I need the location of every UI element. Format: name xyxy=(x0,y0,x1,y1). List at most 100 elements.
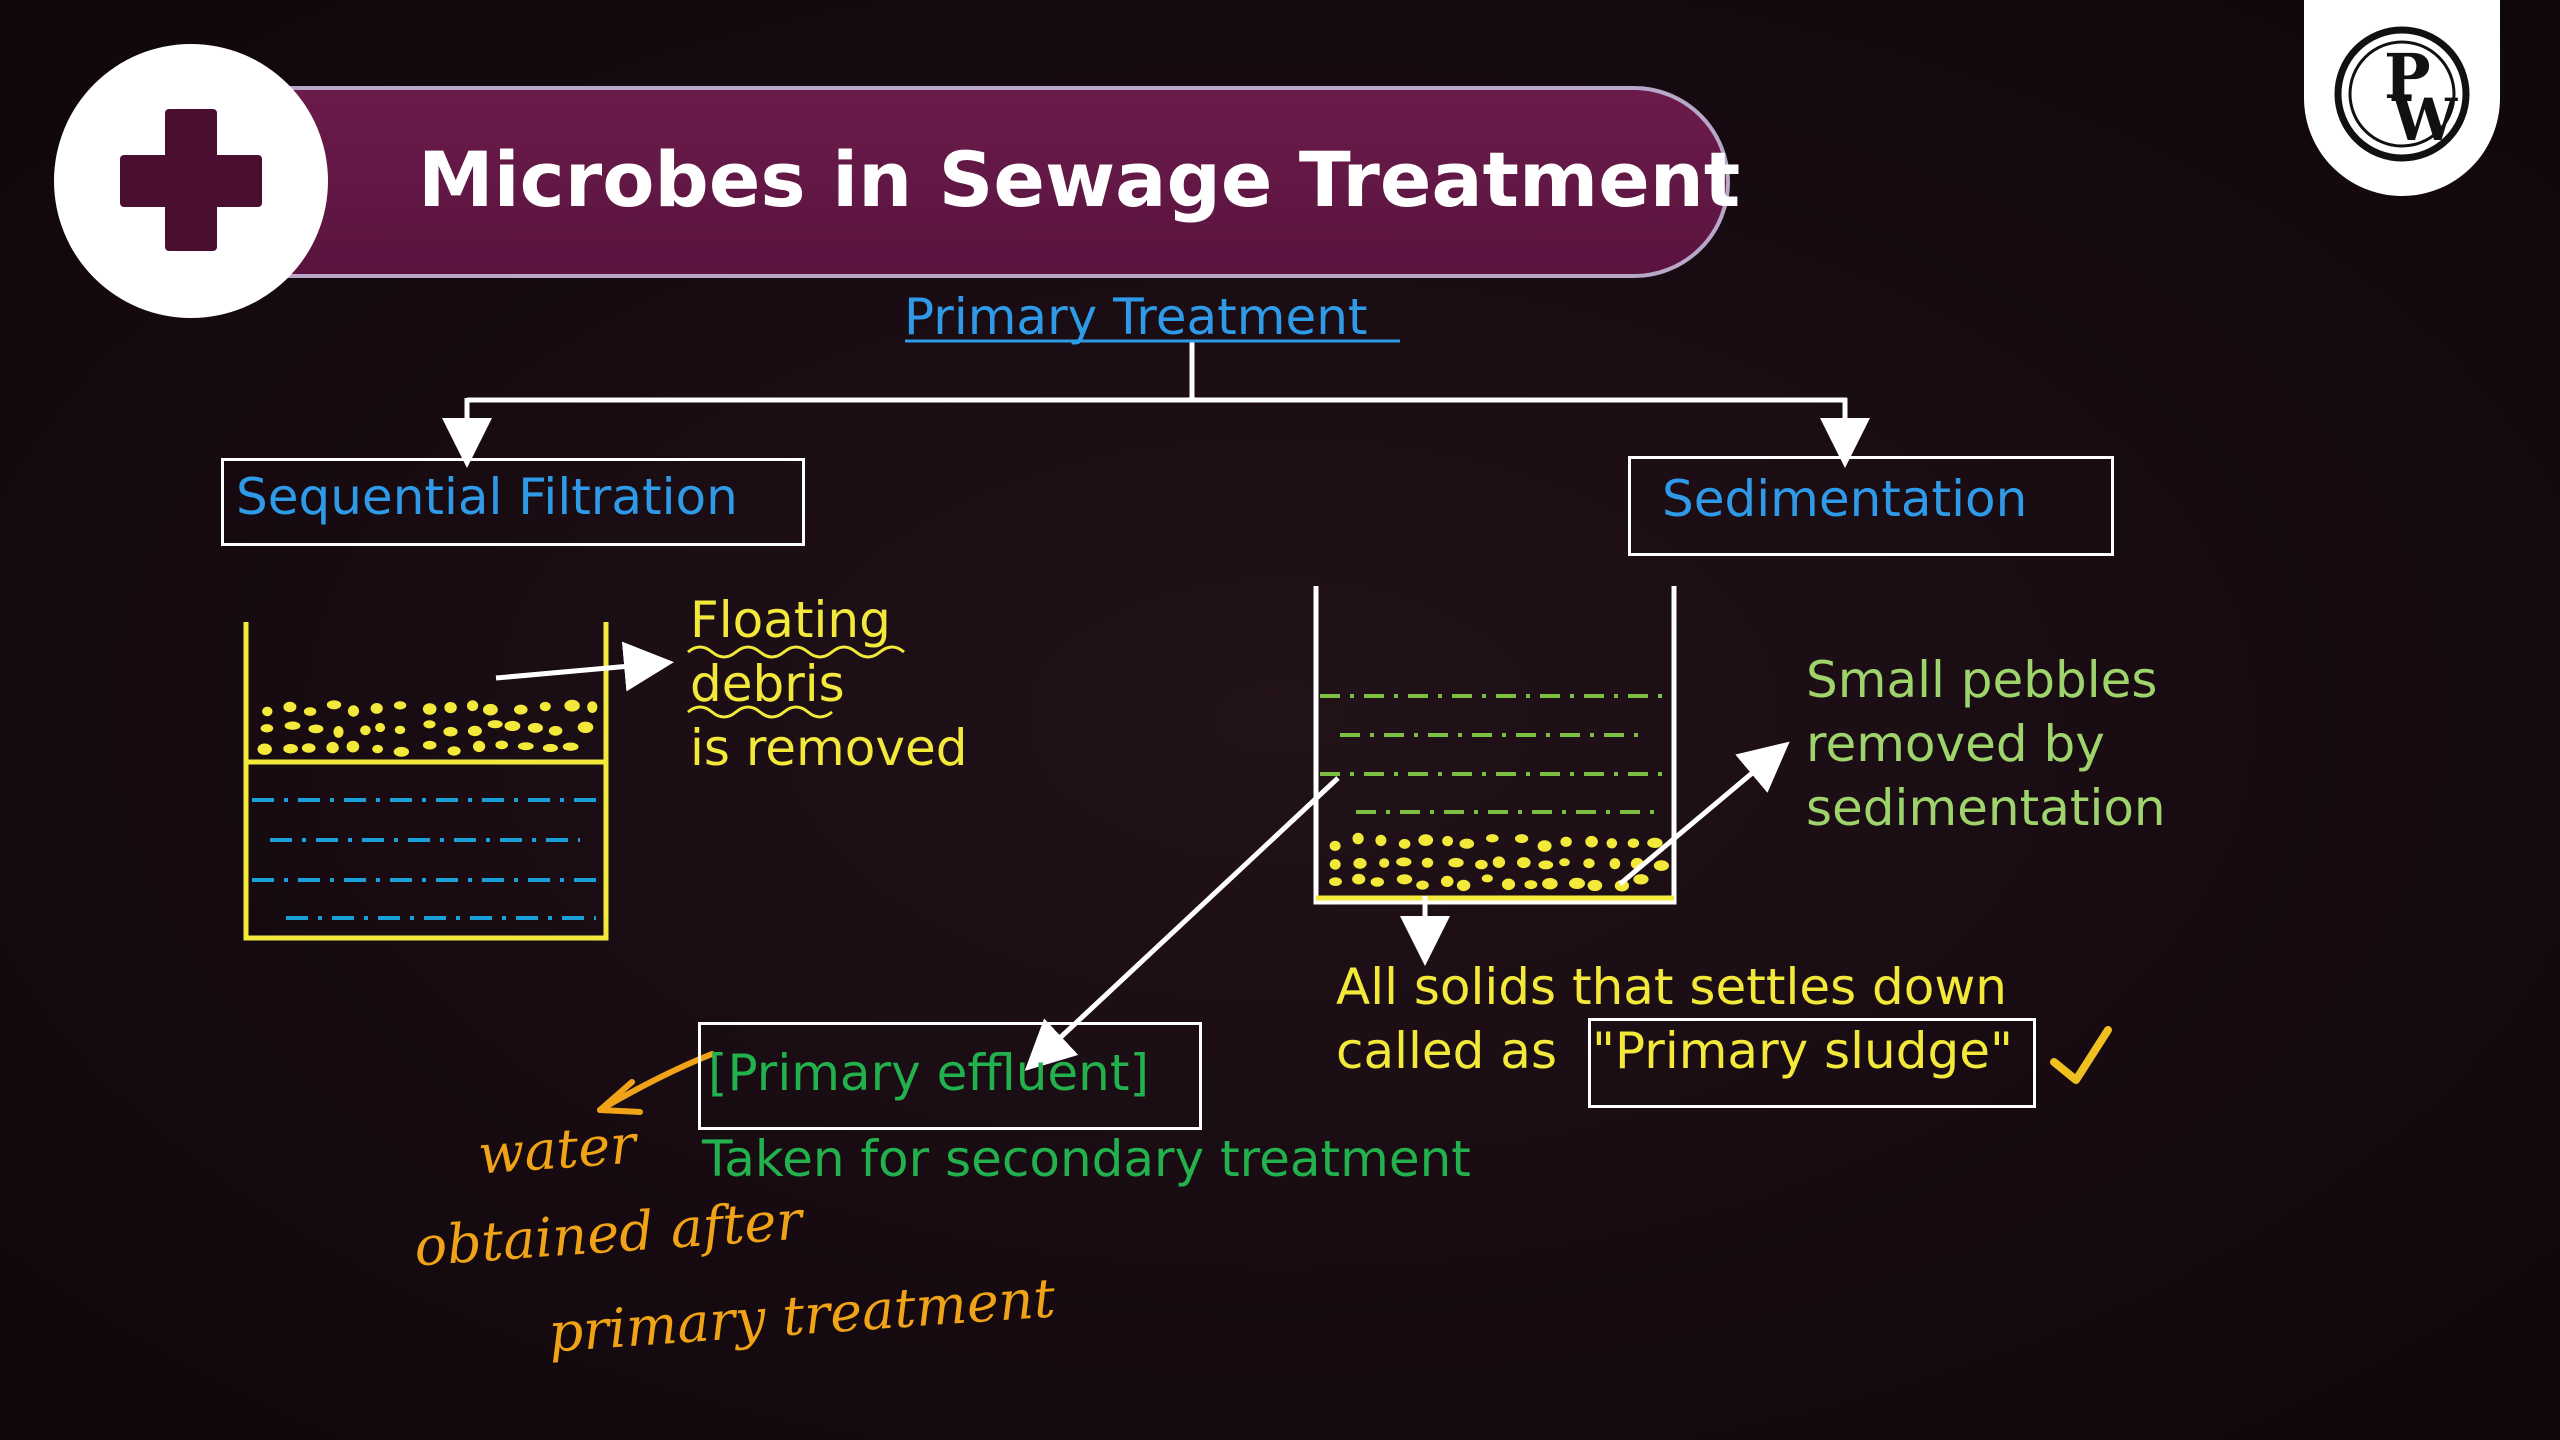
pebble-particle xyxy=(1329,859,1341,870)
debris-underline xyxy=(687,705,833,719)
sedimentation-tank xyxy=(1313,586,1677,905)
sedimentation-label: Sedimentation xyxy=(1662,470,2028,528)
pebble-particle xyxy=(1633,874,1649,885)
debris-particle xyxy=(260,724,274,733)
pebble-particle xyxy=(1370,877,1385,887)
debris-particle xyxy=(393,701,407,710)
pebble-particle xyxy=(1456,879,1471,892)
note-line-small-pebbles: Small pebbles xyxy=(1806,651,2158,709)
pebble-particle xyxy=(1606,838,1618,849)
debris-particle xyxy=(542,743,559,753)
debris-particle xyxy=(372,744,383,754)
debris-particle xyxy=(257,743,272,755)
pw-logo-icon: P W xyxy=(2334,26,2470,162)
debris-particle xyxy=(564,699,580,712)
pebble-particle xyxy=(1542,878,1558,890)
debris-particle xyxy=(283,743,298,754)
debris-particle xyxy=(283,701,297,713)
pebble-particle xyxy=(1421,857,1434,868)
note-line-removed: is removed xyxy=(690,719,968,777)
debris-particle xyxy=(370,703,383,714)
floating-debris-arrow xyxy=(495,641,674,692)
debris-particle xyxy=(284,721,301,730)
debris-particle xyxy=(393,746,410,757)
debris-particle xyxy=(539,701,551,712)
sludge-note-prefix: called as xyxy=(1336,1022,1557,1080)
debris-particle xyxy=(527,722,544,733)
debris-particle xyxy=(375,722,386,733)
tree-connectors xyxy=(442,342,1870,468)
page-title: Microbes in Sewage Treatment xyxy=(418,135,1741,224)
debris-particle xyxy=(346,740,360,753)
debris-particle xyxy=(333,726,344,738)
floating-debris-note: Floating debris is removed xyxy=(690,588,967,780)
debris-particle xyxy=(487,720,503,729)
debris-particle xyxy=(360,725,371,736)
debris-particle xyxy=(443,726,458,737)
debris-particle xyxy=(504,720,521,732)
pebble-particle xyxy=(1585,835,1598,848)
debris-particle xyxy=(301,743,316,753)
pebbles-arrow xyxy=(1618,741,1790,886)
pebble-particle xyxy=(1486,834,1499,843)
pebble-particle xyxy=(1537,840,1552,852)
pebble-particle xyxy=(1440,875,1454,888)
debris-particle xyxy=(467,725,482,737)
debris-particle xyxy=(467,700,479,712)
pebble-particle xyxy=(1569,877,1585,890)
sequential-filtration-label: Sequential Filtration xyxy=(236,468,738,526)
pebble-particle xyxy=(1352,873,1366,885)
title-banner xyxy=(240,86,1730,278)
pebble-particle xyxy=(1398,838,1411,849)
floating-underline xyxy=(687,645,905,659)
pebble-particle xyxy=(1353,858,1367,869)
filtration-tank xyxy=(243,622,609,941)
logo-letter-w: W xyxy=(2391,86,2458,154)
small-pebbles-note: Small pebbles removed by sedimentation xyxy=(1806,648,2166,840)
pebble-particle xyxy=(1375,834,1387,847)
primary-sludge-box xyxy=(1588,1018,2036,1108)
sludge-note-line1: All solids that settles down xyxy=(1336,958,2007,1016)
note-line-floating: Floating xyxy=(690,591,891,649)
handwritten-water: water xyxy=(475,1112,638,1187)
logo-letter-p: P xyxy=(2384,40,2431,113)
note-line-removed-by: removed by xyxy=(1806,715,2105,773)
pebble-particle xyxy=(1653,860,1669,871)
check-mark-icon xyxy=(2050,1026,2112,1084)
pebble-particle xyxy=(1609,858,1621,870)
pebble-particle xyxy=(1475,859,1488,870)
pebble-particle xyxy=(1647,837,1663,849)
debris-particle xyxy=(262,706,273,717)
root-label: Primary Treatment xyxy=(904,288,1368,346)
pebble-particle xyxy=(1515,834,1529,844)
debris-particle xyxy=(423,720,436,729)
pebble-particle xyxy=(1329,877,1342,886)
pebble-particle xyxy=(1492,856,1506,868)
debris-particle xyxy=(473,740,486,753)
plus-icon-horizontal xyxy=(120,155,262,207)
debris-particle xyxy=(577,721,594,733)
pebble-particle xyxy=(1379,858,1390,868)
handwritten-arrowhead xyxy=(597,1079,643,1115)
pebble-particle xyxy=(1524,880,1538,890)
settled-pebbles xyxy=(1329,832,1669,892)
pebble-particle xyxy=(1459,838,1475,849)
debris-particle xyxy=(517,742,534,751)
primary-sludge-label: "Primary sludge" xyxy=(1592,1022,2013,1080)
pebble-particle xyxy=(1517,857,1531,869)
pebble-particle xyxy=(1560,836,1572,847)
note-line-debris: debris xyxy=(690,655,845,713)
debris-particle xyxy=(308,724,324,734)
pebble-particle xyxy=(1538,860,1554,870)
pebble-particle xyxy=(1416,880,1429,890)
debris-particle xyxy=(303,707,317,716)
debris-particle xyxy=(495,740,509,750)
pebble-particle xyxy=(1352,832,1364,845)
sequential-filtration-box xyxy=(221,458,805,546)
debris-particle xyxy=(483,703,498,716)
debris-particle xyxy=(422,703,437,715)
debris-particle xyxy=(394,725,406,735)
pebble-particle xyxy=(1396,874,1413,885)
